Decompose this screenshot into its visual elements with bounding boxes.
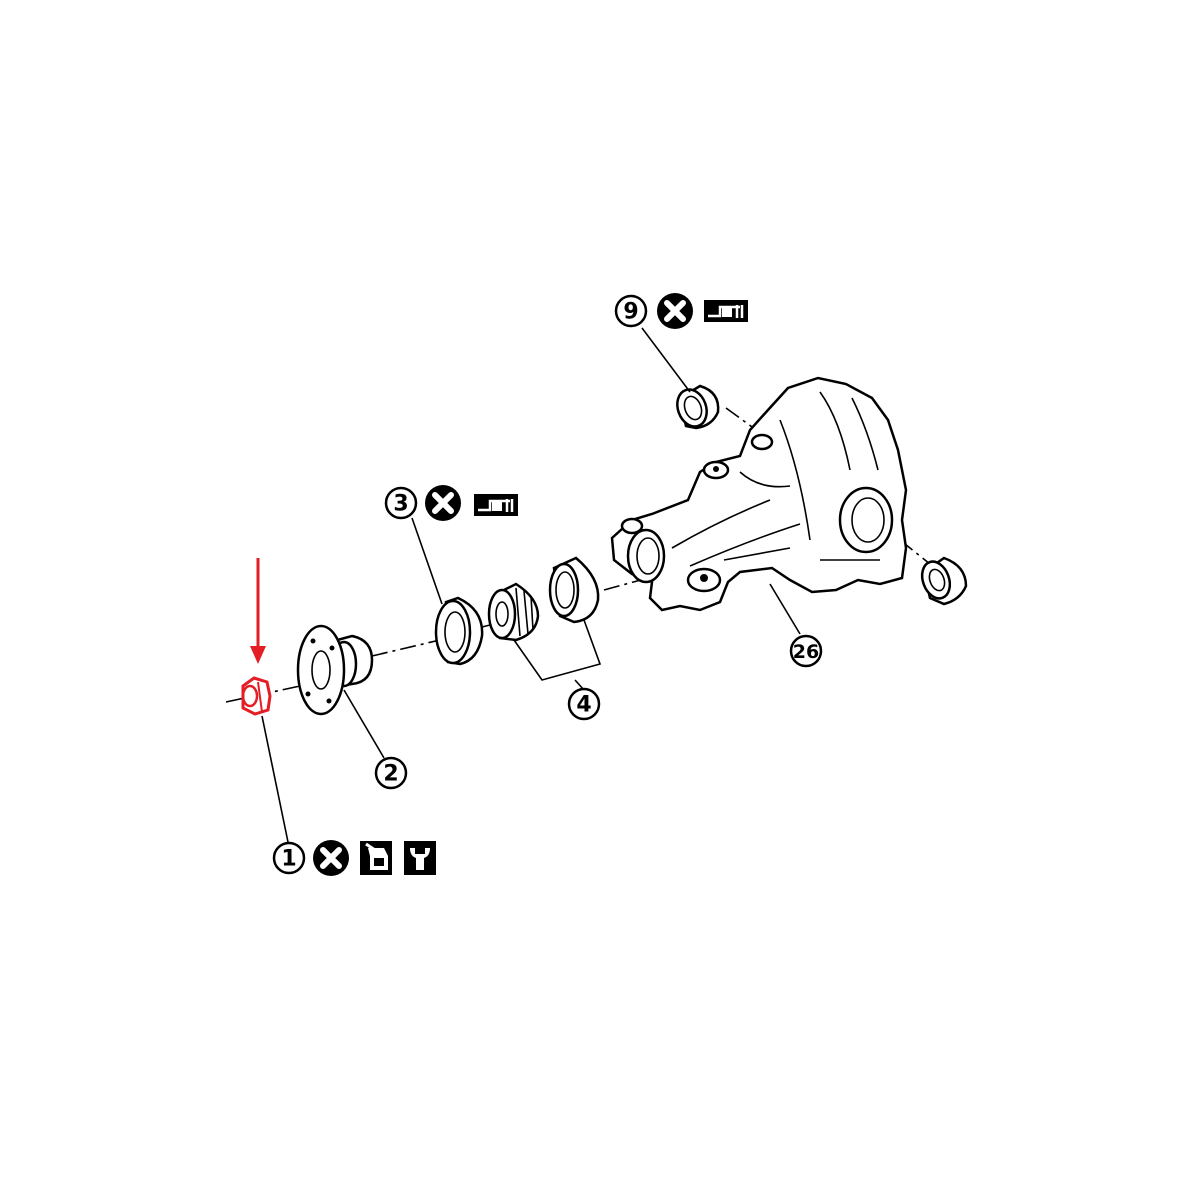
callout-3: 3 — [384, 485, 520, 521]
press-tool-icon — [702, 298, 750, 324]
part-26-differential-carrier — [610, 376, 908, 612]
callout-3-number: 3 — [393, 492, 408, 517]
part-3-oil-seal — [434, 596, 484, 666]
leader-lines — [261, 327, 801, 843]
replace-x-icon — [657, 293, 693, 329]
callout-26: 26 — [789, 634, 823, 668]
part-4-bearing-cone — [487, 582, 540, 642]
part-2-flange — [296, 624, 374, 716]
callout-1: 1 — [272, 840, 436, 876]
callout-26-number: 26 — [793, 641, 819, 663]
highlight-arrow — [250, 558, 266, 664]
replace-x-icon — [425, 485, 461, 521]
callout-2-number: 2 — [383, 762, 398, 787]
press-tool-icon — [472, 492, 520, 518]
torque-wrench-icon — [404, 841, 436, 875]
callout-1-number: 1 — [281, 847, 296, 872]
callout-4-number: 4 — [576, 693, 591, 718]
part-1-nut — [241, 676, 272, 716]
callout-2: 2 — [374, 756, 408, 790]
right-side-seal — [920, 556, 968, 606]
callout-4: 4 — [567, 687, 601, 721]
part-9-side-seal — [676, 384, 720, 430]
part-4-bearing-cup — [548, 556, 600, 624]
oil-can-icon — [360, 841, 392, 875]
callout-9-number: 9 — [623, 300, 638, 325]
callout-9: 9 — [614, 293, 750, 329]
replace-x-icon — [313, 840, 349, 876]
